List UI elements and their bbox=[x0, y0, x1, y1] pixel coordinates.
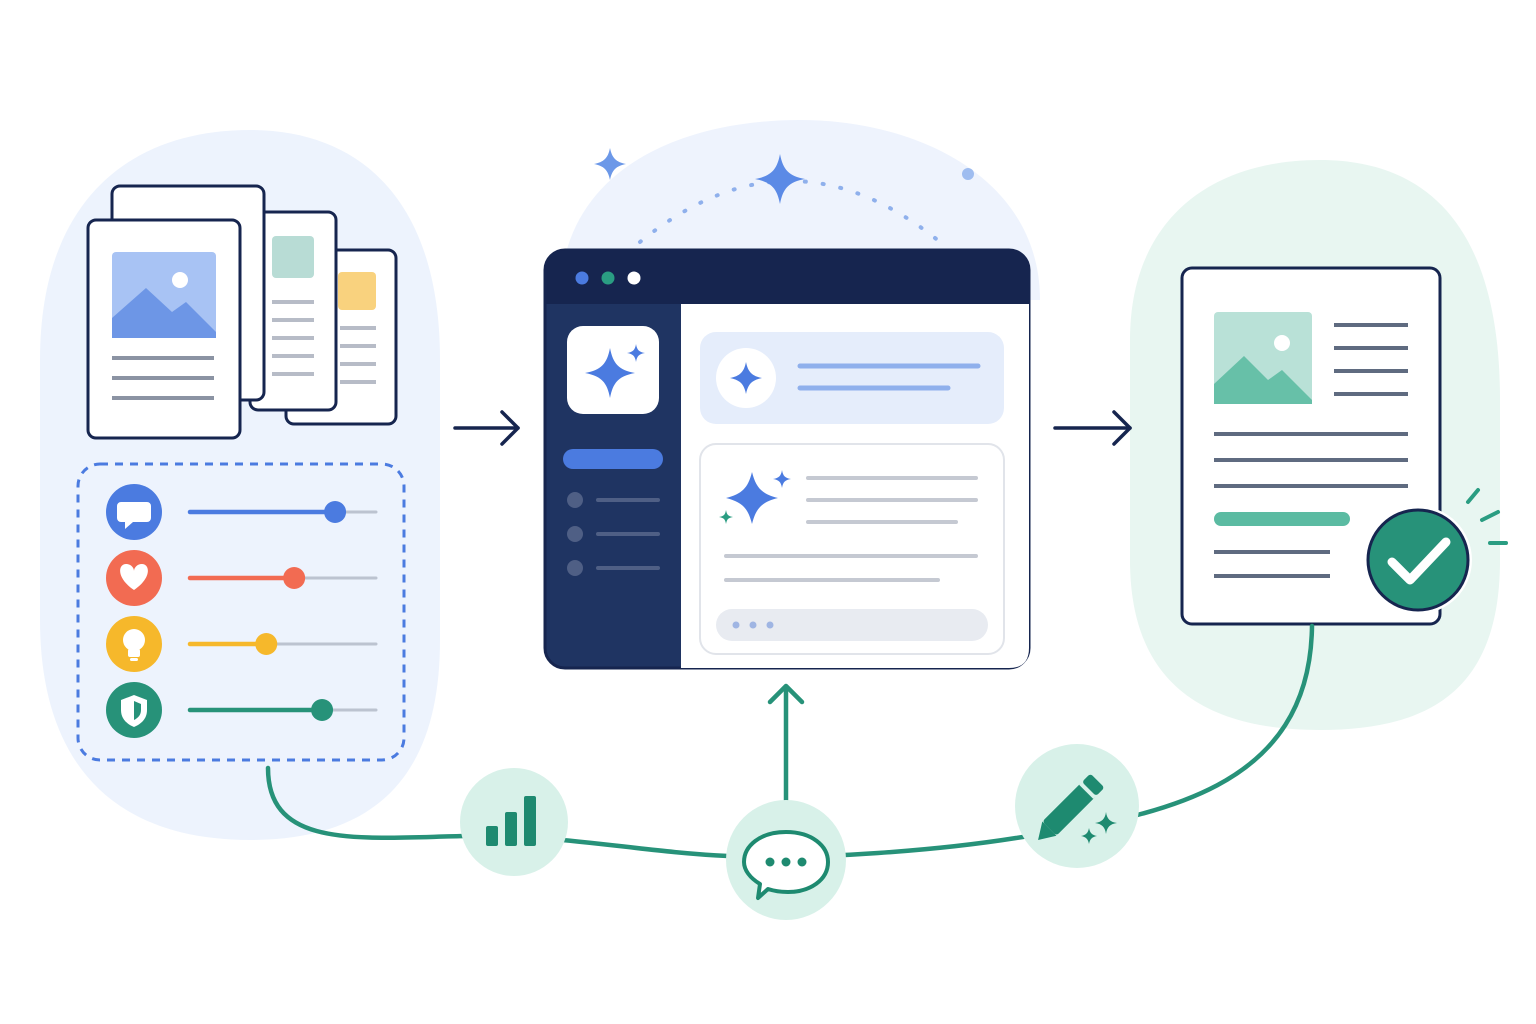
sidebar-item-dot bbox=[567, 526, 583, 542]
chat-dots-icon bbox=[742, 830, 830, 900]
approval-badge bbox=[1364, 488, 1508, 614]
slider-list bbox=[106, 484, 378, 738]
prompt-card[interactable] bbox=[700, 332, 1004, 424]
slider-handle[interactable] bbox=[255, 633, 278, 655]
shield-icon bbox=[121, 695, 147, 727]
typing-dot bbox=[749, 621, 757, 629]
slider-handle[interactable] bbox=[283, 567, 306, 589]
document-accent bbox=[338, 272, 376, 310]
checkmark-icon bbox=[1387, 537, 1451, 585]
sparkle-icon bbox=[719, 510, 733, 524]
preference-slider[interactable] bbox=[106, 616, 378, 672]
typing-dot bbox=[732, 621, 740, 629]
sparkle-icon bbox=[773, 470, 791, 488]
sidebar-menu bbox=[567, 492, 660, 576]
app-window bbox=[543, 248, 1031, 670]
right-arrow-icon bbox=[453, 410, 520, 446]
document-stack bbox=[86, 184, 398, 440]
sparkle-icon bbox=[730, 362, 762, 394]
sparkle-icon bbox=[726, 472, 778, 524]
highlight-bar bbox=[1214, 512, 1350, 526]
response-card bbox=[699, 443, 1005, 655]
heart-icon bbox=[120, 564, 148, 590]
slider-handle[interactable] bbox=[311, 699, 334, 721]
sidebar-item[interactable] bbox=[567, 560, 660, 576]
image-icon bbox=[1214, 312, 1312, 404]
lightbulb-icon bbox=[123, 629, 145, 661]
preference-slider[interactable] bbox=[106, 550, 378, 606]
pencil-sparkle-icon bbox=[1038, 774, 1117, 844]
sidebar-item[interactable] bbox=[567, 526, 660, 542]
window-control-dot[interactable] bbox=[575, 271, 589, 285]
window-control-dot[interactable] bbox=[627, 271, 641, 285]
right-arrow-icon bbox=[1053, 410, 1132, 446]
preference-slider[interactable] bbox=[106, 682, 378, 738]
sparkle-icon bbox=[585, 348, 635, 398]
settings-panel bbox=[76, 462, 406, 762]
window-control-dot[interactable] bbox=[601, 271, 615, 285]
dot-decoration bbox=[962, 168, 974, 180]
sparkle-icon bbox=[755, 154, 805, 204]
bar-chart-icon bbox=[486, 796, 536, 846]
sidebar-item[interactable] bbox=[567, 492, 660, 508]
window-controls bbox=[575, 271, 641, 285]
window-titlebar bbox=[545, 250, 1029, 304]
slider-handle[interactable] bbox=[324, 501, 347, 523]
typing-dot bbox=[766, 621, 774, 629]
sidebar-item-active[interactable] bbox=[563, 449, 663, 469]
image-icon bbox=[112, 252, 216, 338]
message-input[interactable] bbox=[716, 609, 988, 641]
preference-slider[interactable] bbox=[106, 484, 378, 540]
sidebar-item-dot bbox=[567, 560, 583, 576]
document-accent bbox=[272, 236, 314, 278]
sparkle-icon bbox=[594, 148, 626, 180]
sparkle-icon bbox=[627, 344, 645, 362]
sidebar-item-dot bbox=[567, 492, 583, 508]
up-arrow-icon bbox=[767, 683, 805, 803]
speech-bubble-icon bbox=[117, 502, 151, 529]
